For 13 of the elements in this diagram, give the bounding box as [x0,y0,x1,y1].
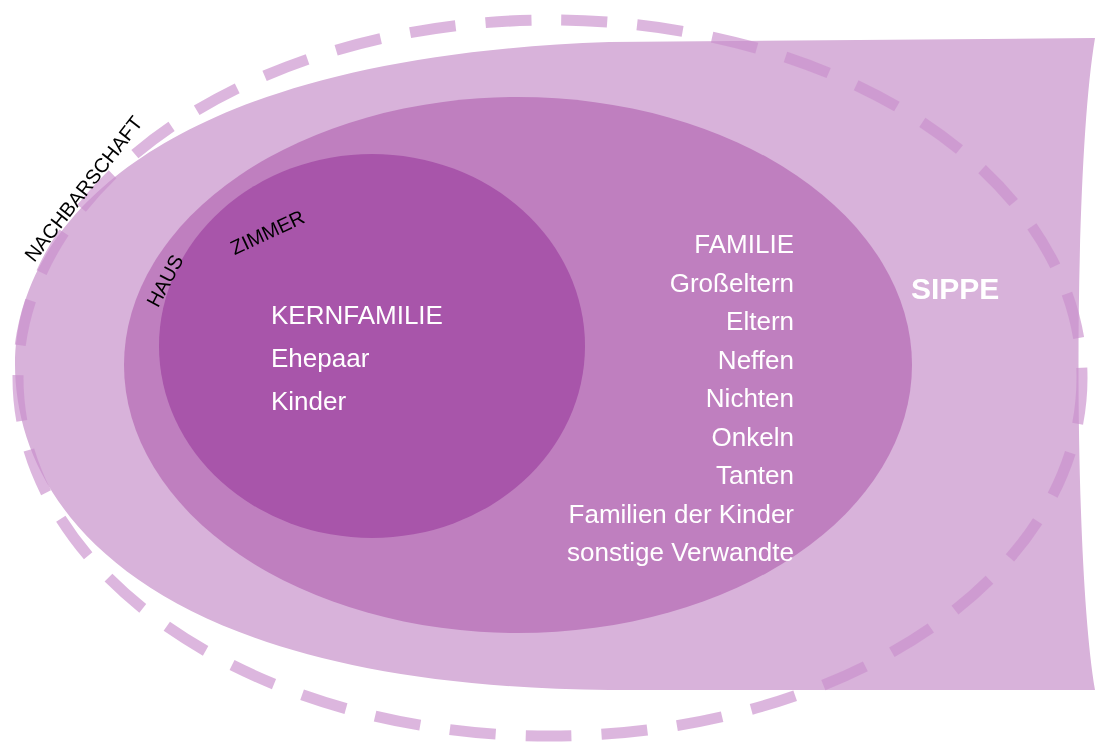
list-item: Familien der Kinder [567,497,794,531]
list-item: sonstige Verwandte [566,536,794,569]
list-item: Nichten [704,382,794,415]
list-item: Onkeln [710,420,794,454]
region-label: SIPPE [911,272,1000,306]
list-heading: FAMILIE [693,228,794,261]
list-item: Kinder [271,385,348,418]
list-item: Eltern [725,305,794,338]
list-item: Großeltern [668,266,794,300]
list-heading: KERNFAMILIE [271,299,443,332]
list-item: Tanten [714,459,794,492]
list-item: Ehepaar [271,342,371,375]
list-item: Neffen [716,343,794,377]
